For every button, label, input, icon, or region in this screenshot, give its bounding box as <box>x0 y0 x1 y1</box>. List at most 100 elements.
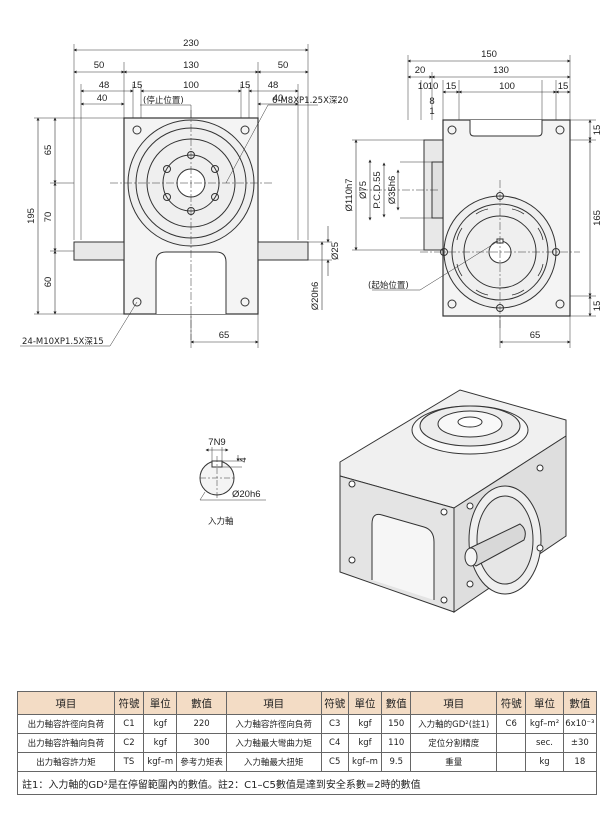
dim-165: 165 <box>592 210 603 226</box>
cell: 110 <box>381 733 412 753</box>
input-shaft-detail <box>199 447 266 501</box>
top-holes-label: 6-M8XP1.25X深20 <box>272 96 348 106</box>
dim-50-right: 50 <box>278 60 289 71</box>
dim-20: 20 <box>415 65 426 76</box>
cell: 出力軸容許力矩 <box>17 752 115 772</box>
header-symbol: 符號 <box>496 691 527 715</box>
dim-15-side-right: 15 <box>558 81 569 92</box>
dim-48-left: 48 <box>99 80 110 91</box>
header-item: 項目 <box>410 691 498 715</box>
cell: 入力軸容許徑向負荷 <box>225 714 322 734</box>
cell: 出力軸容許徑向負荷 <box>17 714 115 734</box>
dim-pcd55: P.C.D.55 <box>372 171 383 208</box>
dim-d35h6: Ø35h6 <box>387 176 398 205</box>
header-item: 項目 <box>17 691 115 715</box>
dim-15-side-top: 15 <box>592 125 603 136</box>
cell: 9.5 <box>381 752 412 772</box>
dim-15-right: 15 <box>240 80 251 91</box>
cell: C3 <box>320 714 349 734</box>
cell: 定位分割精度 <box>410 733 498 753</box>
dim-150: 150 <box>481 49 497 60</box>
cell: 出力軸容許軸向負荷 <box>17 733 115 753</box>
input-shaft-text: 7N9 4 Ø20h6 入力軸 <box>208 437 261 527</box>
cell: 參考力矩表 <box>176 752 227 772</box>
dim-10a: 10 <box>418 81 429 92</box>
cell: C2 <box>113 733 145 753</box>
header-symbol: 符號 <box>113 691 145 715</box>
cell: 入力軸最大彎曲力矩 <box>225 733 322 753</box>
dim-130: 130 <box>183 60 199 71</box>
cell: 150 <box>381 714 412 734</box>
start-position-label: (起始位置) <box>368 280 409 291</box>
dim-65-side: 65 <box>530 330 541 341</box>
cell: 重量 <box>410 752 498 772</box>
dim-60-vertical: 60 <box>43 277 54 288</box>
dim-230: 230 <box>183 38 199 49</box>
header-item: 項目 <box>225 691 322 715</box>
cell: kgf–m² <box>525 714 564 734</box>
cell: 6x10⁻³ <box>562 714 598 734</box>
cell <box>496 752 527 772</box>
front-view-text: 230 50 130 50 48 15 100 15 48 40 40 195 … <box>22 38 348 347</box>
dim-40-left: 40 <box>97 93 108 104</box>
bottom-holes-label: 24-M10XP1.5X深15 <box>22 337 104 347</box>
dim-d25: Ø25 <box>330 242 341 260</box>
cell: TS <box>113 752 145 772</box>
cell: 300 <box>176 733 227 753</box>
dim-15-left: 15 <box>132 80 143 91</box>
cell: kg <box>525 752 564 772</box>
side-view-text: 150 20 130 10 10 15 100 15 8 1 Ø110h7 Ø7… <box>344 49 603 341</box>
cell: 入力軸的GD²(註1) <box>410 714 498 734</box>
cell: kgf–m <box>347 752 383 772</box>
dim-1: 1 <box>429 106 434 117</box>
dim-d110h7: Ø110h7 <box>344 178 355 211</box>
header-value: 數值 <box>381 691 412 715</box>
isometric-view <box>339 389 567 613</box>
cell: 220 <box>176 714 227 734</box>
cell <box>496 733 527 753</box>
spec-note-row: 註1：入力軸的GD²是在停留範圍內的數值。註2：C1–C5數值是達到安全系數=2… <box>17 771 597 795</box>
dim-8: 8 <box>429 96 434 107</box>
front-view <box>20 44 332 348</box>
header-value: 數值 <box>176 691 227 715</box>
header-unit: 單位 <box>525 691 564 715</box>
dim-70-vertical: 70 <box>43 212 54 223</box>
stop-position-label: (停止位置) <box>143 95 184 106</box>
dim-15-side-bottom: 15 <box>592 301 603 312</box>
dim-195: 195 <box>26 208 37 224</box>
dim-130-side: 130 <box>493 65 509 76</box>
cell: kgf <box>347 733 383 753</box>
cell: kgf <box>143 714 178 734</box>
dim-100-side: 100 <box>499 81 515 92</box>
dim-100: 100 <box>183 80 199 91</box>
dim-48-right: 48 <box>268 80 279 91</box>
dim-40-right: 40 <box>273 93 284 104</box>
cell: C5 <box>320 752 349 772</box>
cell: C4 <box>320 733 349 753</box>
cell: kgf–m <box>143 752 178 772</box>
input-shaft-label: 入力軸 <box>208 516 234 527</box>
cell: sec. <box>525 733 564 753</box>
spec-table: 項目 符號 單位 數值 項目 符號 單位 數值 項目 符號 單位 數值 出力軸容… <box>17 691 598 795</box>
dim-input-d20h6: Ø20h6 <box>232 489 261 500</box>
cell: C6 <box>496 714 527 734</box>
cell: kgf <box>143 733 178 753</box>
side-view <box>352 55 596 348</box>
dim-15-side-left: 15 <box>446 81 457 92</box>
cell: kgf <box>347 714 383 734</box>
spec-row: 出力軸容許徑向負荷 C1 kgf 220 入力軸容許徑向負荷 C3 kgf 15… <box>17 714 598 734</box>
spec-header-row: 項目 符號 單位 數值 項目 符號 單位 數值 項目 符號 單位 數值 <box>17 691 598 715</box>
header-unit: 單位 <box>143 691 178 715</box>
dim-4: 4 <box>238 457 249 462</box>
dim-65-vertical: 65 <box>43 145 54 156</box>
dim-10b: 10 <box>428 81 439 92</box>
cell: ±30 <box>562 733 598 753</box>
dim-d75: Ø75 <box>358 181 369 199</box>
dim-50-left: 50 <box>94 60 105 71</box>
dim-d20h6: Ø20h6 <box>310 282 321 311</box>
spec-row: 出力軸容許力矩 TS kgf–m 參考力矩表 入力軸最大扭矩 C5 kgf–m … <box>17 752 598 772</box>
cell: 入力軸最大扭矩 <box>225 752 322 772</box>
dim-65-bottom: 65 <box>219 330 230 341</box>
dim-7n9: 7N9 <box>208 437 225 448</box>
